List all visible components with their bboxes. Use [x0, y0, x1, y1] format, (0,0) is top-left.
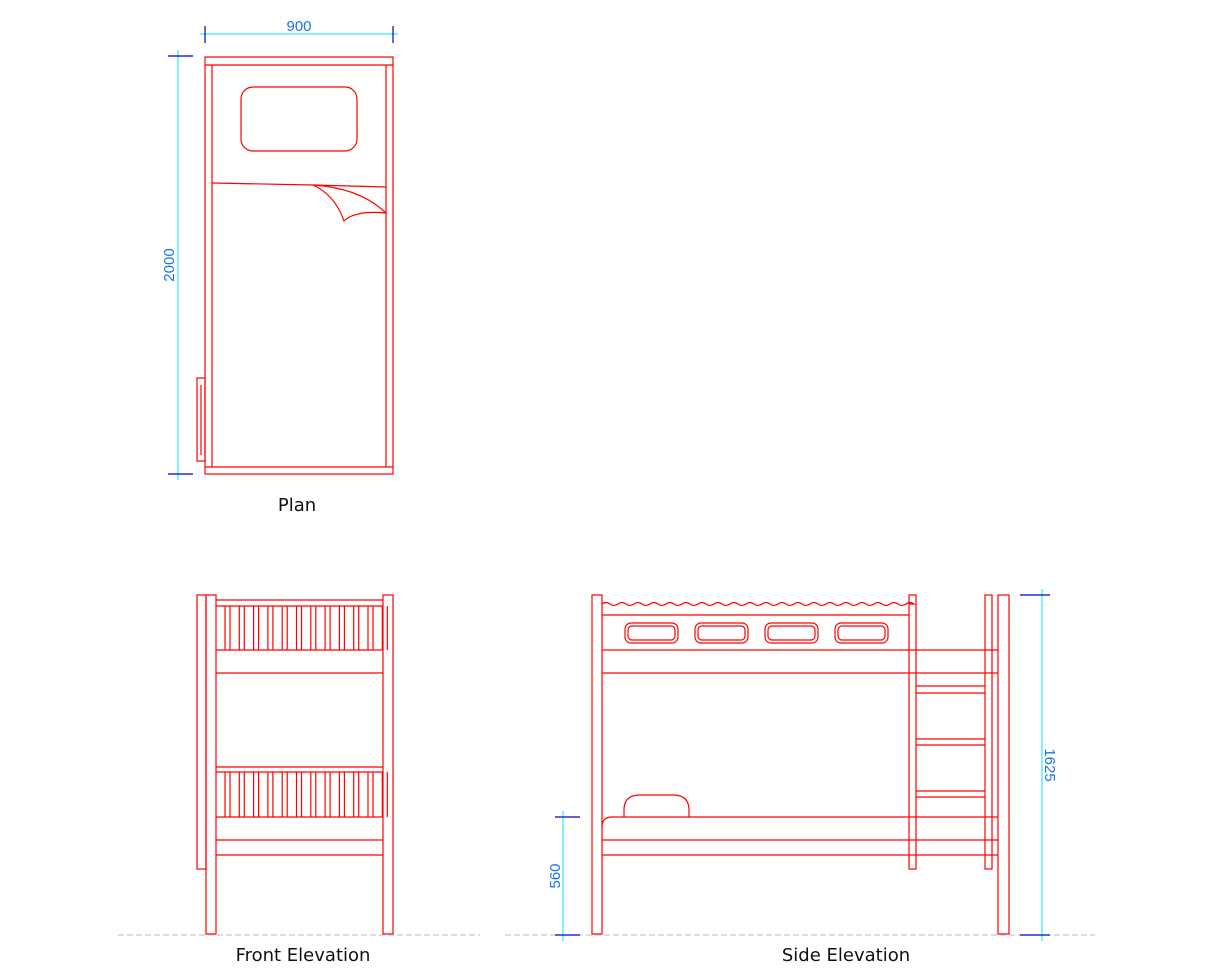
dim-side-height: 1625 [1041, 748, 1058, 781]
side-label: Side Elevation [782, 945, 910, 966]
dim-plan-length: 2000 [161, 248, 178, 281]
dim-plan-width: 900 [286, 18, 311, 35]
side-elevation [591, 594, 1010, 935]
dimension-900: 900 [200, 18, 398, 43]
ladder [196, 377, 206, 462]
front-label: Front Elevation [236, 945, 371, 966]
front-elevation [196, 594, 394, 935]
pillow [240, 86, 358, 152]
blanket-fold [211, 182, 388, 223]
dimension-560: 560 [547, 811, 580, 941]
dimension-2000: 2000 [161, 50, 193, 480]
plan-label: Plan [278, 495, 316, 516]
dimension-1625: 1625 [1020, 589, 1058, 941]
plan-view [196, 56, 394, 475]
dim-lower-bunk-height: 560 [547, 863, 564, 888]
pillow [623, 794, 690, 817]
